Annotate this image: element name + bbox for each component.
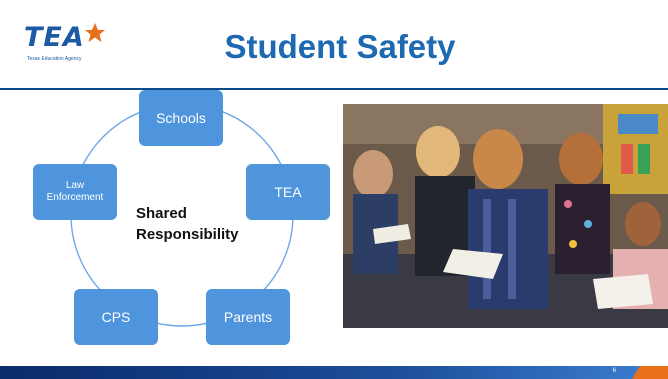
node-law-enforcement: Law Enforcement xyxy=(33,164,117,220)
node-tea-label: TEA xyxy=(274,184,302,200)
slide-title: Student Safety xyxy=(224,28,456,65)
node-schools-label: Schools xyxy=(156,110,206,126)
classroom-reading-photo xyxy=(343,104,668,328)
header-divider xyxy=(0,88,668,90)
footer-bar xyxy=(0,366,668,379)
texas-star-icon xyxy=(85,23,105,42)
node-parents: Parents xyxy=(206,289,290,345)
node-parents-label: Parents xyxy=(223,309,273,325)
node-cps-label: CPS xyxy=(101,309,131,325)
node-law-enforcement-label: Law Enforcement xyxy=(46,180,104,203)
node-cps: CPS xyxy=(74,289,158,345)
slide-header: TEA Texas Education Agency Student Safet… xyxy=(0,0,668,88)
center-label: Shared Responsibility xyxy=(136,205,239,243)
page-number: 6 xyxy=(612,368,616,374)
photo-illustration xyxy=(343,104,668,328)
node-tea: TEA xyxy=(246,164,330,220)
logo-text: TEA xyxy=(24,22,85,53)
node-schools: Schools xyxy=(139,90,223,146)
responsibility-cycle-diagram: Schools TEA Parents CPS Law Enforcement … xyxy=(0,90,340,350)
tea-logo: TEA Texas Education Agency xyxy=(24,22,105,68)
logo-subtitle: Texas Education Agency xyxy=(27,56,82,62)
